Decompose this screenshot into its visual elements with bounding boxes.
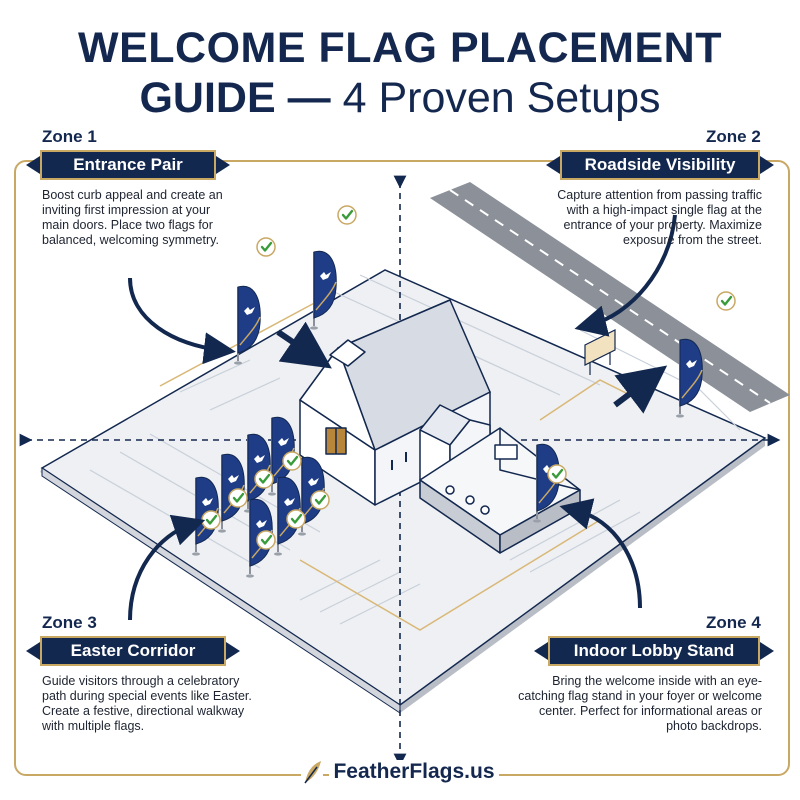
zone-4-description: Bring the welcome inside with an eye-cat… [518,674,762,733]
zone-4-label: Zone 4 [706,613,761,632]
subtitle-light: 4 Proven Setups [342,74,661,122]
zone-3-banner: Easter Corridor [26,636,240,666]
zone-2-banner: Roadside Visibility [546,150,774,180]
zone-1-label: Zone 1 [42,127,97,146]
zone-3-title: Easter Corridor [70,641,196,660]
brand-logo: FeatherFlags.us [0,759,800,785]
zone-1-banner: Entrance Pair [26,150,230,180]
feather-icon [301,759,324,785]
zone-2-title: Roadside Visibility [584,155,736,174]
zone-3-label: Zone 3 [42,613,97,632]
brand-name: FeatherFlags.us [329,760,499,784]
zone-2-description: Capture attention from passing traffic w… [557,188,762,247]
subtitle-bold: GUIDE — [139,74,331,122]
zone-4-title: Indoor Lobby Stand [573,641,735,660]
zone-3-description: Guide visitors through a celebratory pat… [42,674,252,733]
pointer-arrows [128,214,677,621]
page-title: WELCOME FLAG PLACEMENT [77,24,722,72]
page-subtitle: GUIDE — 4 Proven Setups [0,74,800,123]
zone-1-title: Entrance Pair [73,155,183,174]
zone-4-banner: Indoor Lobby Stand [534,636,774,666]
zone-2-label: Zone 2 [706,127,761,146]
zone-1-description: Boost curb appeal and create an inviting… [42,188,223,247]
